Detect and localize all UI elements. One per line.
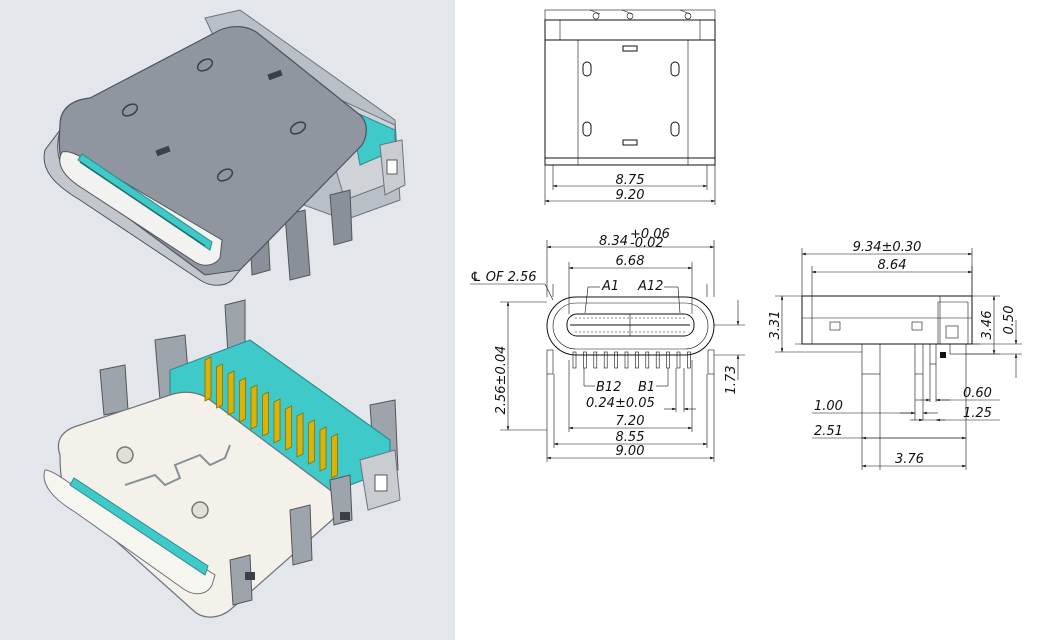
pin-label-b12: B12: [596, 380, 621, 395]
dim-1-00: 1.00: [814, 399, 843, 414]
dim-1-25: 1.25: [963, 406, 992, 421]
front-pin-stub: [655, 351, 660, 369]
gold-pin: [296, 412, 304, 458]
front-pin-stub: [687, 351, 691, 369]
gold-pin: [250, 384, 258, 430]
dim-3-76: 3.76: [895, 452, 924, 467]
dim-2-56: 2.56±0.04: [494, 346, 509, 415]
gold-pin: [285, 405, 292, 451]
front-pin-stub: [666, 351, 670, 369]
dim-9-20: 9.20: [616, 188, 645, 203]
side-view: 9.34±0.30 8.64 3.31 3.46 0.50: [768, 240, 1022, 470]
gold-pin: [204, 356, 212, 402]
connector-render-bottom: [43, 299, 401, 618]
connector-render-top: [43, 9, 406, 286]
dim-1-73: 1.73: [724, 366, 739, 395]
dim-0-60: 0.60: [963, 386, 992, 401]
gold-pin: [308, 419, 315, 465]
pin-label-a1: A1: [601, 279, 619, 294]
dim-0-24: 0.24±0.05: [586, 396, 655, 411]
dim-3-31: 3.31: [768, 311, 783, 340]
pin-label-b1: B1: [638, 380, 655, 395]
dim-8-75: 8.75: [616, 173, 645, 188]
gold-pin: [262, 391, 269, 437]
gold-pin: [227, 370, 235, 416]
gold-pin: [319, 426, 327, 472]
dim-8-64: 8.64: [878, 258, 907, 273]
front-pin-stub: [624, 351, 629, 369]
front-pin-stub: [583, 351, 587, 369]
front-pin-stub: [603, 351, 608, 369]
dim-7-20: 7.20: [616, 414, 645, 429]
dim-0-50: 0.50: [1002, 306, 1017, 335]
gold-pins: [204, 356, 338, 479]
front-pin-stub: [635, 351, 639, 369]
dim-2-51: 2.51: [814, 424, 843, 439]
gold-pin: [273, 398, 281, 444]
front-pin-stub: [614, 351, 618, 369]
front-view: 8.34 +0.06 -0.02 6.68 ℄ OF 2.56 A1 A12 B…: [470, 227, 745, 462]
dim-8-34-tol-upper: +0.06: [630, 227, 670, 242]
dim-9-00: 9.00: [616, 444, 645, 459]
dim-8-55: 8.55: [616, 430, 645, 445]
dim-8-34: 8.34: [599, 234, 628, 249]
dim-6-68: 6.68: [616, 254, 645, 269]
render-panel: [0, 0, 455, 640]
front-pin-stub: [572, 351, 577, 369]
gold-pin: [331, 433, 338, 479]
dim-9-34: 9.34±0.30: [853, 240, 922, 255]
gold-pin: [239, 377, 246, 423]
top-view: 8.75 9.20: [544, 9, 716, 205]
front-pin-stub: [676, 351, 681, 369]
drawing-panel: 8.75 9.20 8.34 +0.06 -0.02: [455, 0, 1038, 640]
dim-8-34-tol-lower: -0.02: [630, 236, 664, 251]
front-pin-stub: [645, 351, 650, 369]
centerline-label: ℄ OF 2.56: [470, 270, 537, 285]
pin-label-a12: A12: [637, 279, 663, 294]
gold-pin: [216, 363, 223, 409]
front-pin-stub: [593, 351, 598, 369]
dim-3-46: 3.46: [980, 311, 995, 340]
